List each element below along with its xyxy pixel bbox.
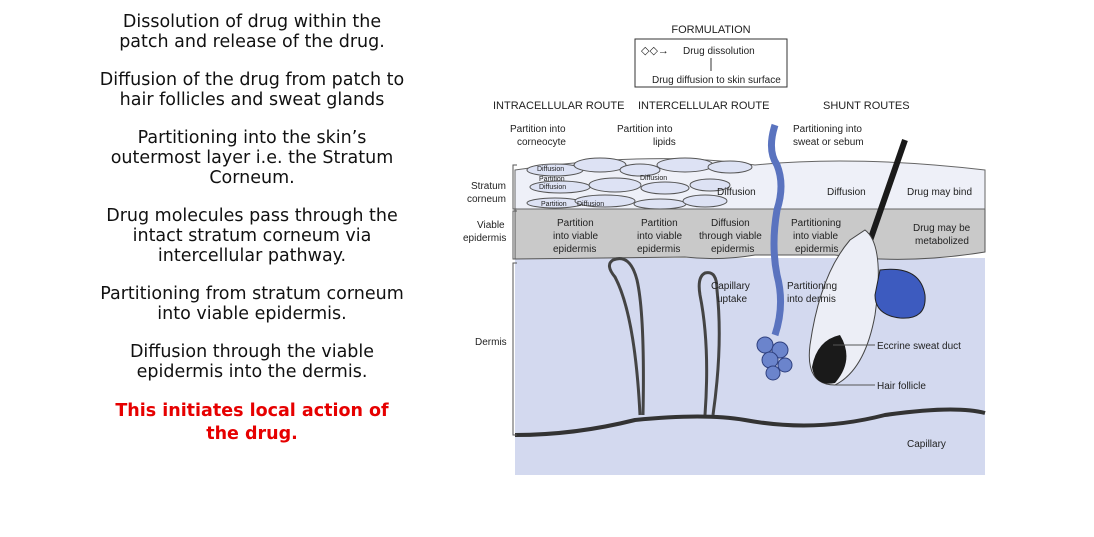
mini-diffusion-label: Diffusion: [539, 184, 566, 191]
partition-viable-label: into viable: [793, 231, 838, 242]
metabolized-label: metabolized: [915, 236, 969, 247]
drug-surface-label: Drug diffusion to skin surface: [652, 75, 781, 86]
sweat-sebum-label: Partitioning into: [793, 124, 862, 135]
sweat-gland-coil: [756, 336, 793, 381]
diffusion-viable-label: epidermis: [711, 244, 754, 255]
metabolized-label: Drug may be: [913, 223, 971, 234]
capillary-label: Capillary: [907, 439, 946, 450]
sebaceous-gland: [874, 268, 926, 319]
drug-may-bind-label: Drug may bind: [907, 187, 972, 198]
capillary-uptake-label: uptake: [717, 294, 747, 305]
diffusion-viable-label: through viable: [699, 231, 762, 242]
shunt-routes-label: SHUNT ROUTES: [823, 100, 910, 112]
stratum-corneum-label: corneum: [467, 194, 506, 205]
drug-dissolution-label: Drug dissolution: [683, 46, 755, 57]
sweat-duct: [768, 123, 785, 337]
diffusion-viable-label: Diffusion: [711, 218, 750, 229]
capillary-uptake-label: Capillary: [711, 281, 750, 292]
conclusion-text: This initiates local action of the drug.: [115, 401, 389, 444]
diffusion-label: Diffusion: [717, 187, 756, 198]
diamond-icon: ◇◇→: [641, 45, 669, 57]
partition-corneocyte-label: Partition into: [510, 124, 566, 135]
process-steps: Dissolution of drug within the patch and…: [96, 12, 408, 464]
hair-bulb: [812, 335, 847, 384]
partition-viable-label: into viable: [553, 231, 598, 242]
step-3: Partitioning into the skin’s outermost l…: [110, 128, 394, 188]
hair-follicle-label: Hair follicle: [877, 381, 926, 392]
skin-diagram: FORMULATION ◇◇→ Drug dissolution Drug di…: [463, 24, 986, 475]
viable-epidermis-label: Viable: [477, 220, 505, 231]
mini-diffusion-label: Diffusion: [577, 201, 604, 208]
partition-viable-label: epidermis: [637, 244, 680, 255]
capillary-vessel: [514, 407, 986, 437]
dermis-label: Dermis: [475, 337, 507, 348]
mini-partition-label: Partition: [541, 201, 567, 208]
partition-viable-label: Partition: [557, 218, 594, 229]
step-1: Dissolution of drug within the patch and…: [119, 12, 385, 52]
formulation-title: FORMULATION: [671, 24, 750, 36]
partition-viable-label: epidermis: [795, 244, 838, 255]
partition-viable-label: Partition: [641, 218, 678, 229]
sweat-sebum-label: sweat or sebum: [793, 137, 864, 148]
diffusion-label: Diffusion: [827, 187, 866, 198]
mini-diffusion-label: Diffusion: [537, 166, 564, 173]
partition-viable-label: Partitioning: [791, 218, 841, 229]
corneocytes: [526, 157, 753, 210]
intercellular-route-label: INTERCELLULAR ROUTE: [638, 100, 769, 112]
step-6: Diffusion through the viable epidermis i…: [129, 342, 375, 382]
mini-diffusion-label: Diffusion: [640, 175, 667, 182]
into-dermis-label: into dermis: [787, 294, 836, 305]
into-dermis-label: Partitioning: [787, 281, 837, 292]
step-4: Drug molecules pass through the intact s…: [106, 206, 398, 266]
step-5: Partitioning from stratum corneum into v…: [100, 284, 404, 324]
partition-lipids-label: lipids: [653, 137, 676, 148]
capillary-loop: [697, 271, 721, 416]
mini-partition-label: Partition: [539, 176, 565, 183]
viable-epidermis-label: epidermis: [463, 233, 506, 244]
partition-viable-label: into viable: [637, 231, 682, 242]
intracellular-route-label: INTRACELLULAR ROUTE: [493, 100, 624, 112]
step-2: Diffusion of the drug from patch to hair…: [99, 70, 405, 110]
partition-lipids-label: Partition into: [617, 124, 673, 135]
layer-bracket: [512, 164, 517, 436]
stratum-corneum-label: Stratum: [471, 181, 506, 192]
partition-viable-label: epidermis: [553, 244, 596, 255]
eccrine-label: Eccrine sweat duct: [877, 341, 961, 352]
partition-corneocyte-label: corneocyte: [517, 137, 566, 148]
capillary-loop: [608, 257, 645, 416]
